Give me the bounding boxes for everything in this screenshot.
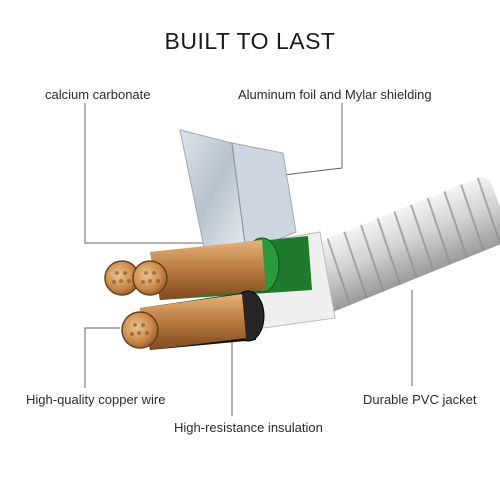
black-conductor: [140, 290, 265, 350]
label-pvc-jacket: Durable PVC jacket: [363, 392, 477, 407]
leader-copper: [84, 327, 120, 388]
label-calcium-carbonate: calcium carbonate: [45, 87, 151, 102]
label-foil-shielding: Aluminum foil and Mylar shielding: [238, 87, 432, 102]
label-copper-wire: High-quality copper wire: [26, 392, 166, 407]
copper-wire-ends: [104, 260, 168, 349]
page-title: BUILT TO LAST: [164, 28, 336, 54]
leader-calcium: [84, 103, 205, 244]
foil-shield: [179, 129, 297, 253]
green-conductor: [150, 236, 312, 300]
label-insulation: High-resistance insulation: [174, 420, 323, 435]
